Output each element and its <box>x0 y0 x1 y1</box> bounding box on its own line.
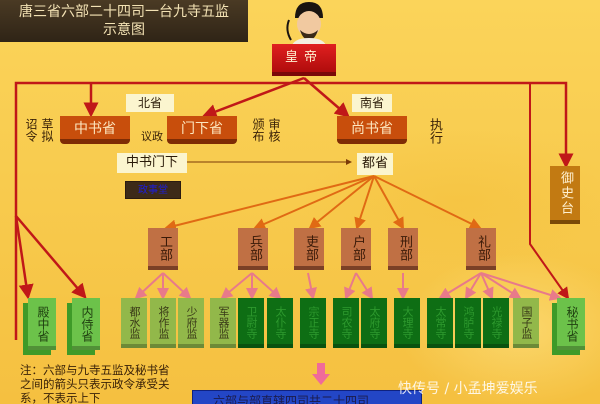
unit-weiwei-court: 卫尉寺 <box>238 298 264 348</box>
ministry-revenue: 户部 <box>341 228 371 270</box>
unit-jiangzuo-directorate: 将作监 <box>150 298 176 348</box>
unit-honglu-court: 鸿胪寺 <box>455 298 481 348</box>
ministry-justice: 刑部 <box>388 228 418 270</box>
dusheng-label: 都省 <box>357 153 393 175</box>
bottom-banner: 六部与部直辖四司共二十四司 <box>192 390 422 404</box>
zhongshu-role-col2: 诏令 <box>24 118 38 142</box>
down-arrow-icon <box>312 363 330 385</box>
ministry-personnel: 吏部 <box>294 228 324 270</box>
unit-mishu-province: 秘书省 <box>557 298 585 350</box>
unit-dali-court: 大理寺 <box>394 298 420 348</box>
unit-zongzheng-court: 宗正寺 <box>300 298 326 348</box>
zhongshu-role-col1: 草拟 <box>40 118 54 142</box>
shangshu-province-box: 尚书省 <box>337 116 407 144</box>
discussion-label: 议政 <box>141 130 163 143</box>
north-province-label: 北省 <box>126 94 174 112</box>
unit-taipu-court: 太仆寺 <box>267 298 293 348</box>
ministry-rites: 礼部 <box>466 228 496 270</box>
menxia-role-col1: 审核 <box>267 118 281 142</box>
unit-dushui-directorate: 都水监 <box>121 298 147 348</box>
footnote: 注：六部与九寺五监及秘书省之间的箭头只表示政令承受关系，不表示上下 <box>20 363 170 404</box>
unit-guanglu-court: 光禄寺 <box>483 298 509 348</box>
emperor-box: 皇帝 <box>272 44 336 76</box>
unit-dianzhong-province: 殿中省 <box>28 298 56 350</box>
emperor-portrait-icon <box>286 2 327 48</box>
zhengshitang-box: 政事堂 <box>125 181 181 199</box>
menxia-province-box: 门下省 <box>167 116 237 144</box>
unit-taifu-court: 太府寺 <box>361 298 387 348</box>
execute-label: 执行 <box>427 118 442 144</box>
ministry-war: 兵部 <box>238 228 268 270</box>
unit-guozi-directorate: 国子监 <box>513 298 539 348</box>
menxia-role-col2: 颁布 <box>251 118 265 142</box>
zhongshu-menxia-label: 中书门下 <box>117 153 187 173</box>
unit-sinong-court: 司农寺 <box>333 298 359 348</box>
watermark: 快传号 / 小孟坤爱娱乐 <box>398 381 538 397</box>
unit-shaofu-directorate: 少府监 <box>178 298 204 348</box>
unit-neishi-province: 内侍省 <box>72 298 100 350</box>
title-line-2: 示意图 <box>103 22 145 38</box>
zhongshu-province-box: 中书省 <box>60 116 130 144</box>
ministry-works: 工部 <box>148 228 178 270</box>
title-line-1: 唐三省六部二十四司一台九寺五监 <box>19 4 229 20</box>
censorate-box: 御史台 <box>550 166 580 224</box>
diagram-title: 唐三省六部二十四司一台九寺五监 示意图 <box>0 0 248 42</box>
unit-junqi-directorate: 军器监 <box>210 298 236 348</box>
unit-taichang-court: 太常寺 <box>427 298 453 348</box>
south-province-label: 南省 <box>352 94 392 112</box>
